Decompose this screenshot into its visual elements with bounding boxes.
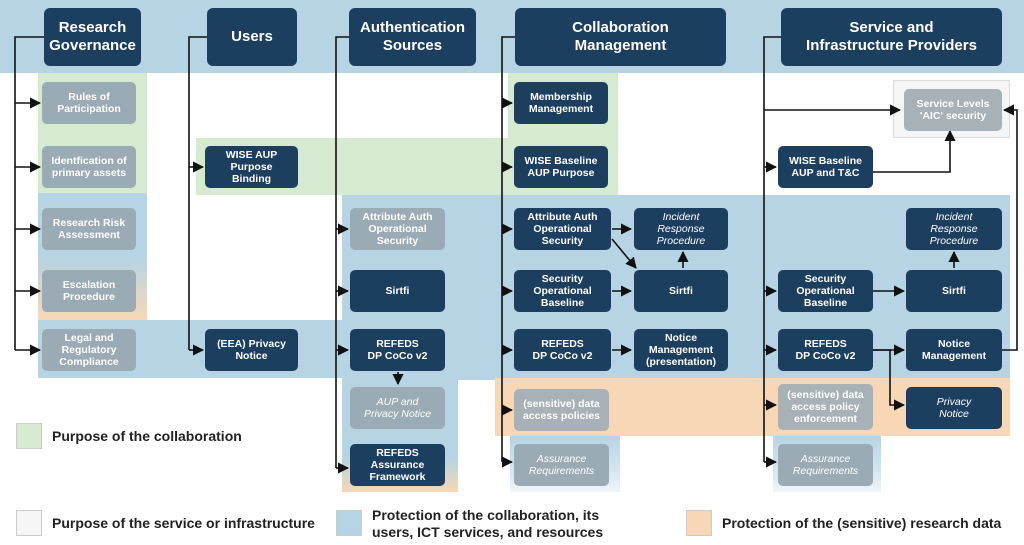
header-service-providers: Service and Infrastructure Providers — [781, 8, 1002, 66]
node-sirtfi-cm: Sirtfi — [634, 270, 728, 312]
node-sirtfi-sp: Sirtfi — [906, 270, 1002, 312]
node-service-levels-aic: Service Levels 'AIC' security — [904, 89, 1002, 131]
node-security-operational-baseline-cm: Security Operational Baseline — [514, 270, 611, 312]
node-rules-of-participation: Rules of Participation — [42, 82, 136, 124]
node-refeds-dp-coco-idp: REFEDS DP CoCo v2 — [350, 329, 445, 371]
header-collaboration-management: Collaboration Management — [515, 8, 726, 66]
node-refeds-dp-coco-sp: REFEDS DP CoCo v2 — [778, 329, 873, 371]
node-wise-aup-purpose-binding: WISE AUP Purpose Binding — [205, 146, 298, 188]
legend-swatch-purpose-service — [16, 510, 42, 536]
node-assurance-requirements-cm: Assurance Requirements — [514, 444, 609, 486]
node-membership-management: Membership Management — [514, 82, 608, 124]
legend-swatch-protection-collaboration — [336, 510, 362, 536]
node-notice-management-cm: Notice Management (presentation) — [634, 329, 728, 371]
header-users: Users — [207, 8, 297, 66]
node-sensitive-data-enforcement: (sensitive) data access policy enforceme… — [778, 384, 873, 430]
node-incident-response-cm: Incident Response Procedure — [634, 208, 728, 250]
node-attribute-auth-opsec-idp: Attribute Auth Operational Security — [350, 208, 445, 250]
legend-label-purpose-service: Purpose of the service or infrastructure — [52, 515, 315, 531]
node-eea-privacy-notice: (EEA) Privacy Notice — [205, 329, 298, 371]
node-refeds-assurance-framework: REFEDS Assurance Framework — [350, 444, 445, 486]
node-sirtfi-idp: Sirtfi — [350, 270, 445, 312]
node-sensitive-data-access-policies: (sensitive) data access policies — [514, 389, 609, 431]
node-escalation-procedure: Escalation Procedure — [42, 270, 136, 312]
legend-swatch-protection-research-data — [686, 510, 712, 536]
node-incident-response-sp: Incident Response Procedure — [906, 208, 1002, 250]
node-notice-management-sp: Notice Management — [906, 329, 1002, 371]
node-research-risk-assessment: Research Risk Assessment — [42, 208, 136, 250]
node-aup-privacy-notice: AUP and Privacy Notice — [350, 387, 445, 429]
legend-label-purpose-collaboration: Purpose of the collaboration — [52, 428, 242, 444]
legend-label-protection-collaboration: Protection of the collaboration, its use… — [372, 507, 604, 540]
node-legal-regulatory-compliance: Legal and Regulatory Compliance — [42, 329, 136, 371]
node-wise-baseline-aup-purpose: WISE Baseline AUP Purpose — [514, 146, 608, 188]
node-security-operational-baseline-sp: Security Operational Baseline — [778, 270, 873, 312]
node-assurance-requirements-sp: Assurance Requirements — [778, 444, 873, 486]
node-wise-baseline-aup-tc: WISE Baseline AUP and T&C — [778, 146, 873, 188]
legend-label-protection-research-data: Protection of the (sensitive) research d… — [722, 515, 1002, 531]
node-identification-primary-assets: Identfication of primary assets — [42, 146, 136, 188]
node-attribute-auth-opsec-cm: Attribute Auth Operational Security — [514, 208, 611, 250]
node-refeds-dp-coco-cm: REFEDS DP CoCo v2 — [514, 329, 611, 371]
node-privacy-notice-sp: Privacy Notice — [906, 387, 1002, 429]
header-authentication-sources: Authentication Sources — [349, 8, 476, 66]
header-research-governance: Research Governance — [44, 8, 141, 66]
legend-swatch-purpose-collaboration — [16, 423, 42, 449]
